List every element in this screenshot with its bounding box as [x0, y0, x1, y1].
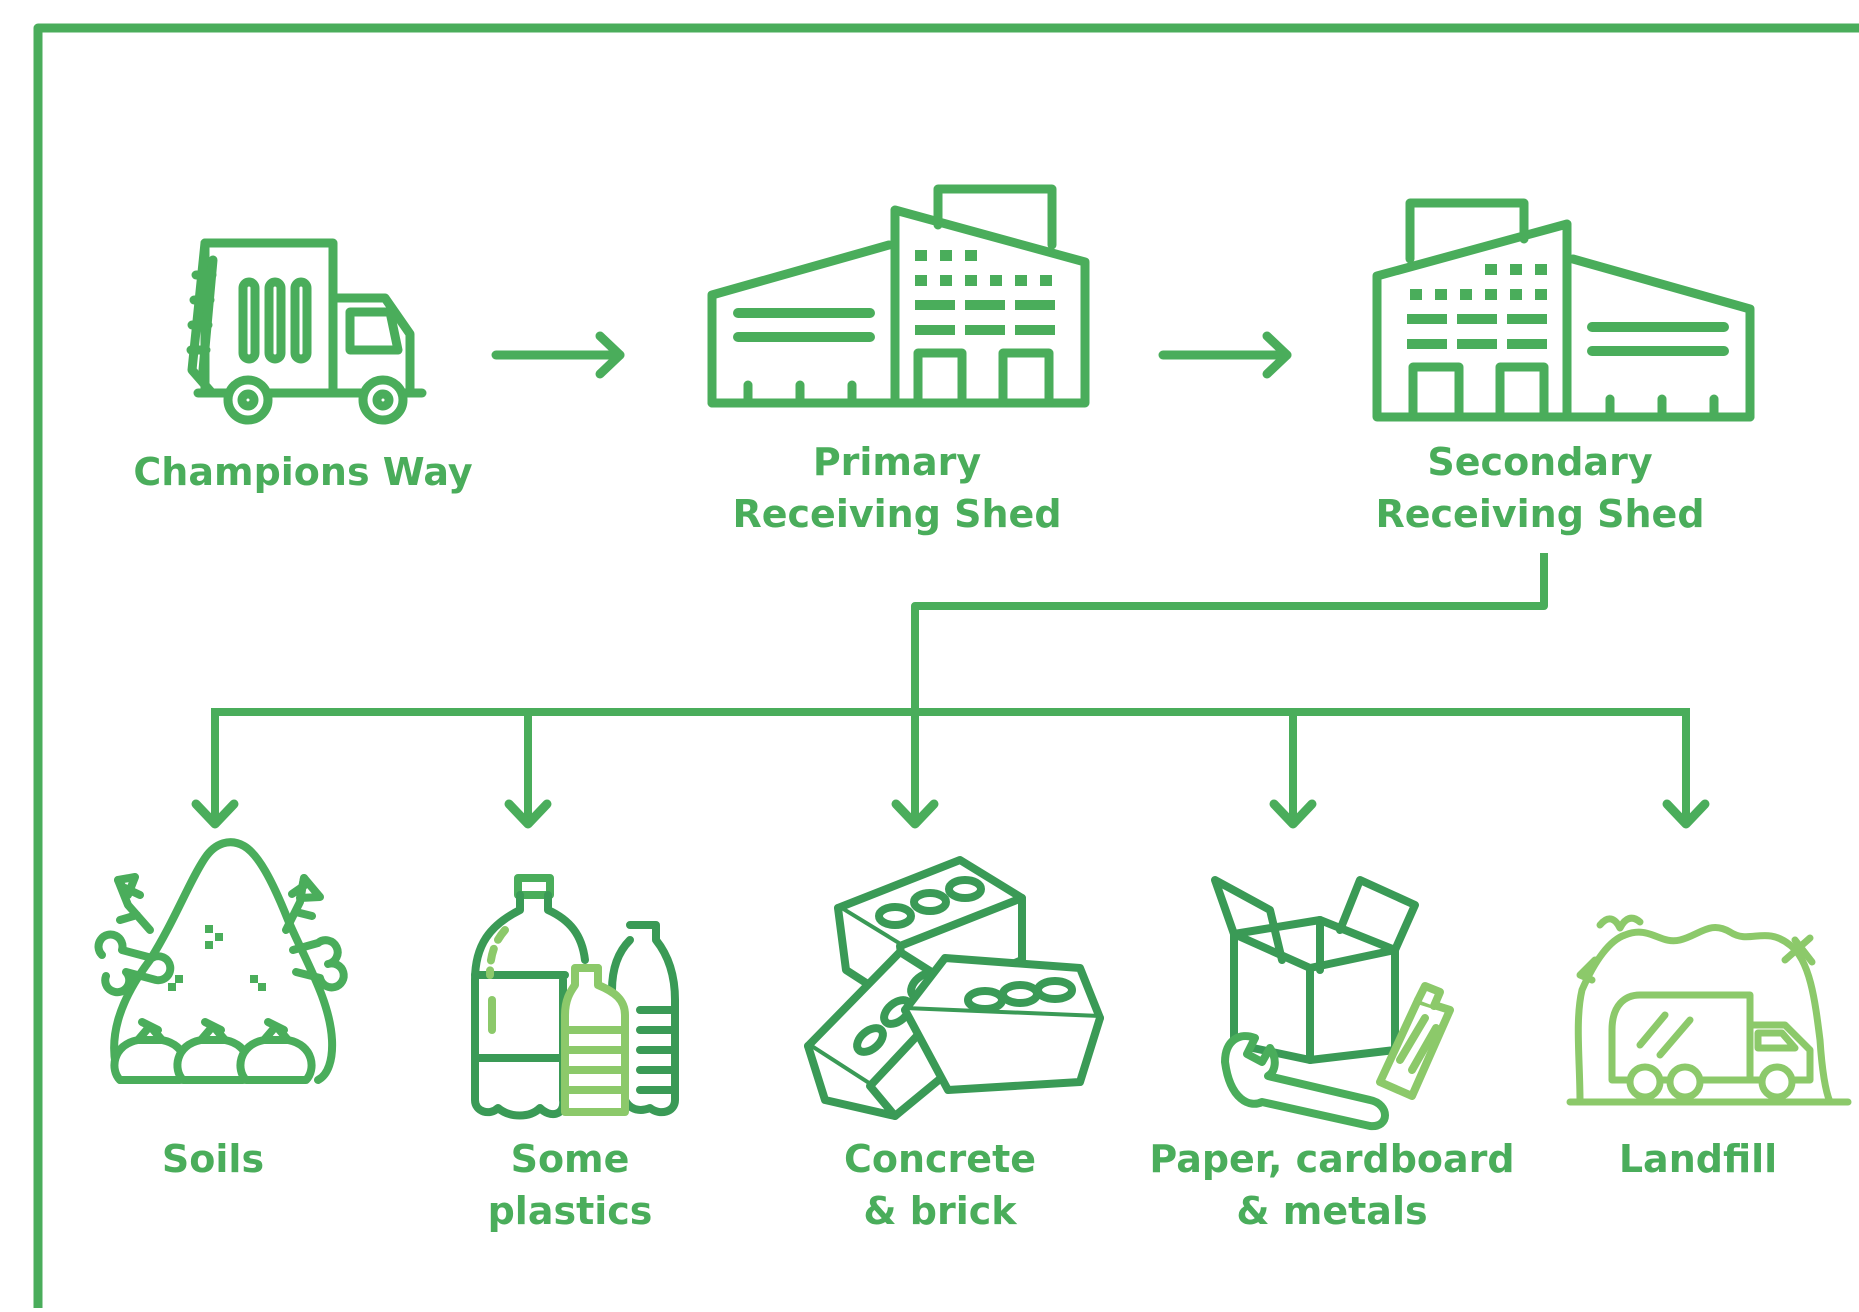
plastic-bottles-icon [471, 874, 679, 1120]
output-label-line2: & metals [1236, 1189, 1428, 1233]
garbage-truck-icon [186, 238, 427, 425]
output-label-soils: Soils [162, 1133, 264, 1185]
node-label-line1: Secondary [1427, 440, 1653, 484]
landfill-truck-icon [1566, 914, 1852, 1106]
output-label-line1: Soils [161, 1137, 265, 1181]
factory-icon [1372, 198, 1755, 422]
arrow-truck-to-primary [491, 331, 625, 379]
factory-icon [707, 184, 1090, 408]
node-label-text: Champions Way [133, 450, 473, 494]
output-label-line1: Landfill [1618, 1137, 1778, 1181]
output-label-landfill: Landfill [1619, 1133, 1777, 1185]
output-label-line1: Concrete [843, 1137, 1037, 1181]
output-label-paper-cardboard-metals: Paper, cardboard & metals [1149, 1133, 1514, 1237]
branch-connector [211, 553, 1690, 820]
bricks-icon [804, 856, 1104, 1120]
box-wrench-battery-icon [1211, 876, 1454, 1131]
node-label-primary-receiving-shed: Primary Receiving Shed [732, 436, 1061, 540]
branch-arrowheads [191, 799, 1710, 829]
frame-border [33, 23, 1859, 1308]
output-label-line2: plastics [487, 1189, 653, 1233]
output-label-line1: Paper, cardboard [1149, 1137, 1515, 1181]
output-label-concrete-brick: Concrete & brick [844, 1133, 1036, 1237]
output-label-line1: Some [510, 1137, 630, 1181]
node-label-secondary-receiving-shed: Secondary Receiving Shed [1375, 436, 1704, 540]
arrow-primary-to-secondary [1158, 331, 1292, 379]
node-label-line2: Receiving Shed [732, 492, 1062, 536]
soil-heap-icon [94, 838, 348, 1084]
node-label-champions-way: Champions Way [133, 446, 472, 498]
output-label-some-plastics: Some plastics [488, 1133, 653, 1237]
node-label-line1: Primary [812, 440, 982, 484]
node-label-line2: Receiving Shed [1375, 492, 1705, 536]
output-label-line2: & brick [863, 1189, 1017, 1233]
